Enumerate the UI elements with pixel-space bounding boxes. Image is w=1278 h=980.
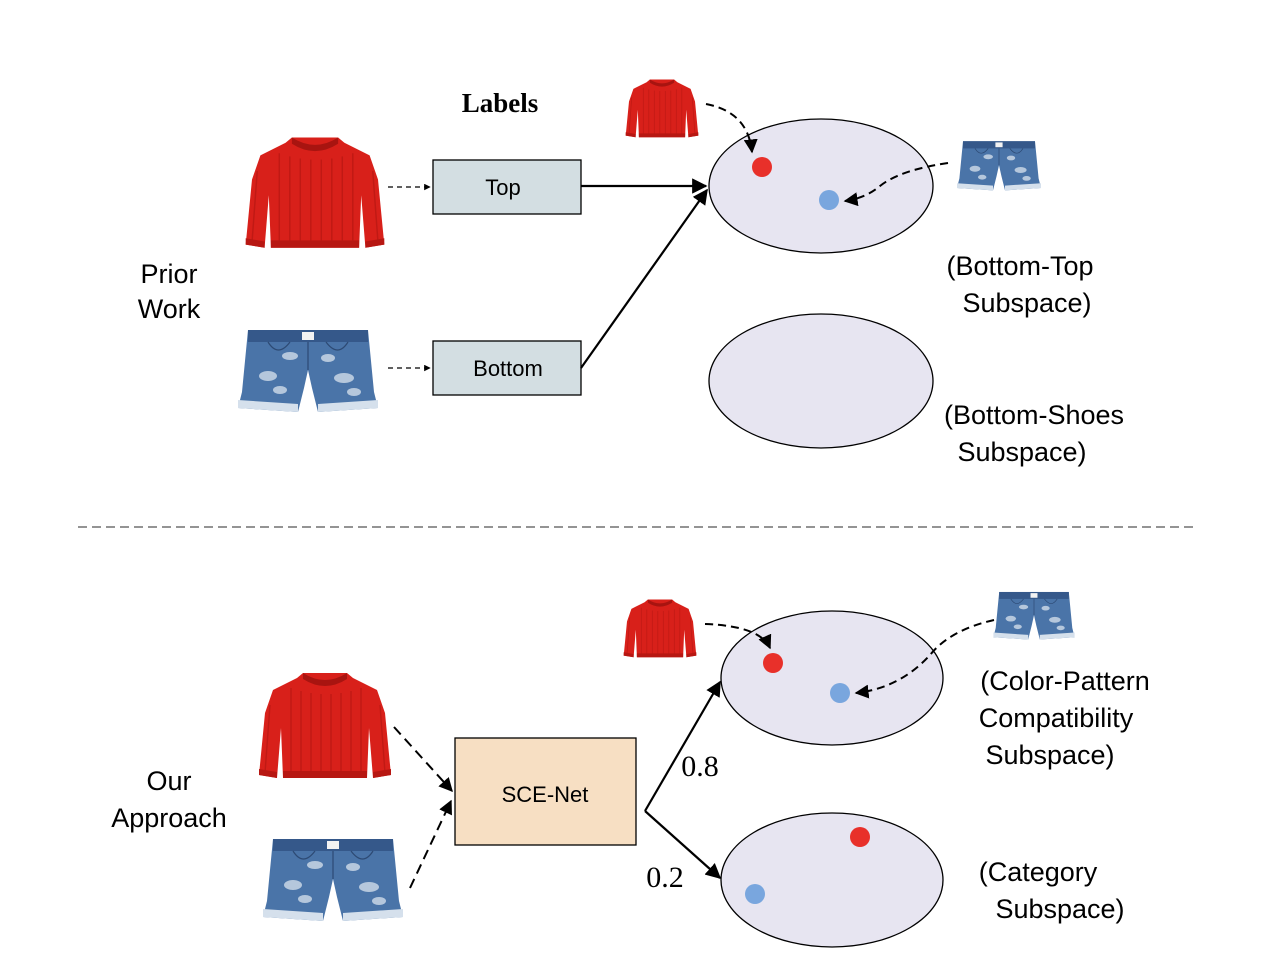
top-embedding-point bbox=[752, 157, 772, 177]
denim-shorts-icon bbox=[237, 329, 379, 413]
bottom-shoes-subspace-label: (Bottom-Shoes bbox=[944, 400, 1124, 430]
weight-lower-label: 0.2 bbox=[646, 861, 684, 894]
dashed-curve-arrow bbox=[705, 103, 758, 154]
denim-shorts-icon bbox=[262, 838, 404, 922]
bottom-embedding-point bbox=[745, 884, 765, 904]
sce-net-label: SCE-Net bbox=[502, 782, 589, 807]
sweater-icon bbox=[244, 136, 386, 249]
bottom-shoes-subspace bbox=[708, 313, 934, 449]
category-subspace-label: Subspace) bbox=[995, 894, 1124, 924]
category-subspace-label: (Category bbox=[979, 857, 1098, 887]
denim-shorts-icon bbox=[956, 140, 1042, 191]
color-pattern-subspace-label: (Color-Pattern bbox=[980, 666, 1150, 696]
dashed-curve-arrow bbox=[854, 619, 995, 699]
bottom-top-subspace-label: (Bottom-Top bbox=[946, 251, 1093, 281]
bottom-top-subspace-label: Subspace) bbox=[962, 288, 1091, 318]
bottom-top-subspace bbox=[708, 118, 934, 254]
color-pattern-subspace-label: Subspace) bbox=[985, 740, 1114, 770]
bottom-label-box bbox=[432, 340, 582, 396]
dashed-arrow bbox=[409, 799, 452, 889]
top-label-box bbox=[432, 159, 582, 215]
color-pattern-subspace-label: Compatibility bbox=[979, 703, 1134, 733]
sweater-icon bbox=[623, 599, 697, 658]
labels-title: Labels bbox=[462, 88, 539, 118]
sce-net-box bbox=[454, 737, 637, 846]
prior-section-label: Work bbox=[138, 294, 201, 324]
our-section-label: Our bbox=[146, 766, 191, 796]
sweater-icon bbox=[625, 79, 699, 138]
sweater-icon bbox=[258, 672, 392, 779]
top-embedding-point bbox=[850, 827, 870, 847]
dashed-curve-arrow bbox=[704, 623, 772, 650]
bottom-shoes-subspace-label: Subspace) bbox=[957, 437, 1086, 467]
dashed-arrow bbox=[393, 726, 453, 793]
category-subspace bbox=[720, 812, 944, 948]
weighted-arrow-lower bbox=[644, 810, 722, 880]
weight-upper-label: 0.8 bbox=[681, 750, 719, 783]
top-embedding-point bbox=[763, 653, 783, 673]
solid-arrow bbox=[580, 188, 708, 369]
bottom-embedding-point bbox=[819, 190, 839, 210]
bottom-embedding-point bbox=[830, 683, 850, 703]
dashed-curve-arrow bbox=[843, 162, 949, 207]
our-section-label: Approach bbox=[111, 803, 227, 833]
denim-shorts-icon bbox=[993, 591, 1075, 640]
color-pattern-subspace bbox=[720, 610, 944, 746]
prior-section-label: Prior bbox=[140, 259, 197, 289]
weighted-arrow-upper bbox=[644, 680, 721, 812]
bottom-label-text: Bottom bbox=[473, 356, 543, 381]
top-label-text: Top bbox=[485, 175, 520, 200]
